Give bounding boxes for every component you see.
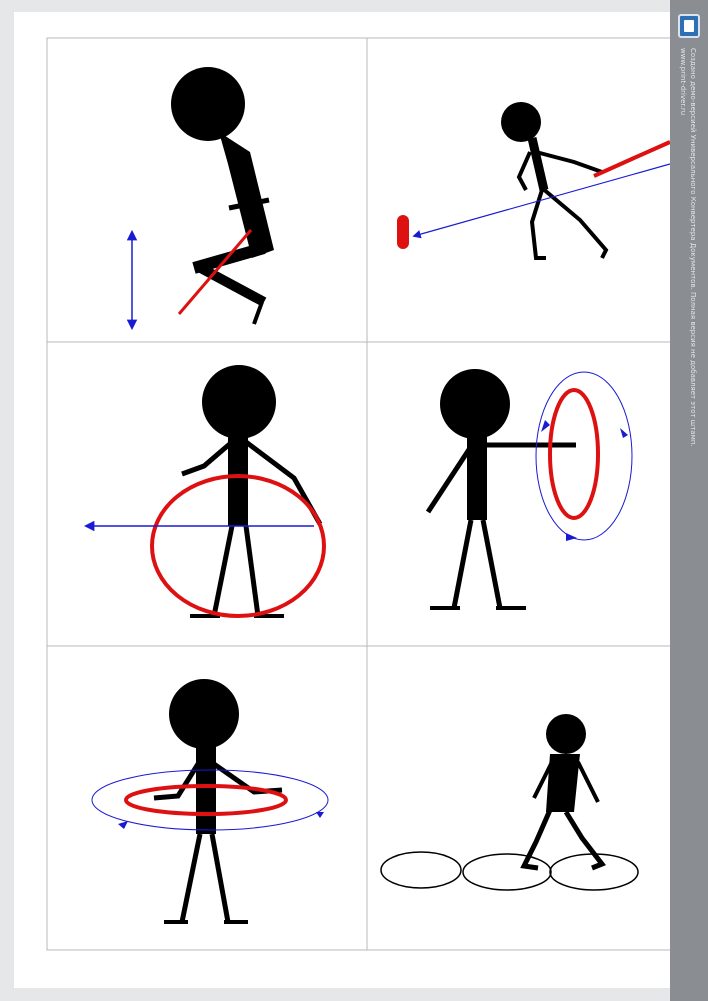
panel-arm-circle-hoop: [428, 369, 632, 608]
figure-leg-front: [542, 188, 606, 258]
motion-arrow-head-right: [620, 428, 628, 438]
figure-arm-right: [578, 762, 598, 802]
figure-head: [169, 679, 239, 749]
watermark-line-2[interactable]: www.print-driver.ru: [678, 48, 688, 447]
panel-hoop-around-waist: [92, 679, 328, 922]
figure-torso: [196, 744, 216, 834]
exercise-grid: [14, 12, 670, 988]
floor-circle-1: [381, 852, 461, 888]
figure-foot: [254, 302, 262, 324]
figure-leg-left: [182, 834, 200, 922]
motion-arrow-head-left: [118, 821, 128, 829]
motion-arrow-head-top: [541, 420, 550, 432]
floor-circle-2: [463, 854, 551, 890]
converter-watermark-bar: Создано демо-версией Универсального Конв…: [670, 0, 708, 1001]
figure-leg-front: [566, 812, 602, 868]
figure-arm-down: [428, 448, 470, 512]
watermark-text: Создано демо-версией Универсального Конв…: [678, 48, 698, 447]
figure-torso: [532, 138, 544, 190]
figure-leg-right: [483, 520, 500, 608]
panel-squat-with-stick: [132, 67, 274, 328]
figure-arm-front: [536, 152, 602, 172]
figure-leg-left: [454, 520, 471, 608]
stick-end-prop: [397, 215, 409, 249]
figure-head: [546, 714, 586, 754]
grid-lines: [47, 38, 670, 950]
document-page: [14, 12, 670, 988]
figure-arm-left: [182, 442, 232, 474]
panel-hoop-front-horizontal: [86, 365, 324, 616]
figure-arm-back: [519, 152, 530, 190]
panel-walk-over-circles: [381, 714, 638, 890]
figure-leg-left: [214, 526, 232, 616]
figure-head: [440, 369, 510, 439]
figure-leg-back: [532, 190, 546, 258]
figure-arm-left: [154, 764, 198, 798]
figure-shin: [197, 266, 264, 302]
figure-leg-right: [246, 526, 258, 616]
stick-prop: [594, 142, 670, 176]
figure-torso: [219, 132, 274, 258]
figure-arm-right: [246, 442, 320, 524]
panel-lunge-pull-stick: [397, 102, 670, 258]
printer-driver-logo-icon: [678, 14, 700, 38]
figure-head: [171, 67, 245, 141]
motion-arrow-head-bottom: [566, 533, 577, 541]
hoop-prop: [550, 390, 598, 518]
floor-circle-3: [550, 854, 638, 890]
figure-torso: [228, 434, 248, 526]
figure-leg-right: [212, 834, 228, 922]
figure-head: [501, 102, 541, 142]
figure-head: [202, 365, 276, 439]
watermark-line-1: Создано демо-версией Универсального Конв…: [688, 48, 698, 447]
stick-prop: [179, 230, 251, 314]
motion-arrow-head-right: [316, 812, 324, 818]
